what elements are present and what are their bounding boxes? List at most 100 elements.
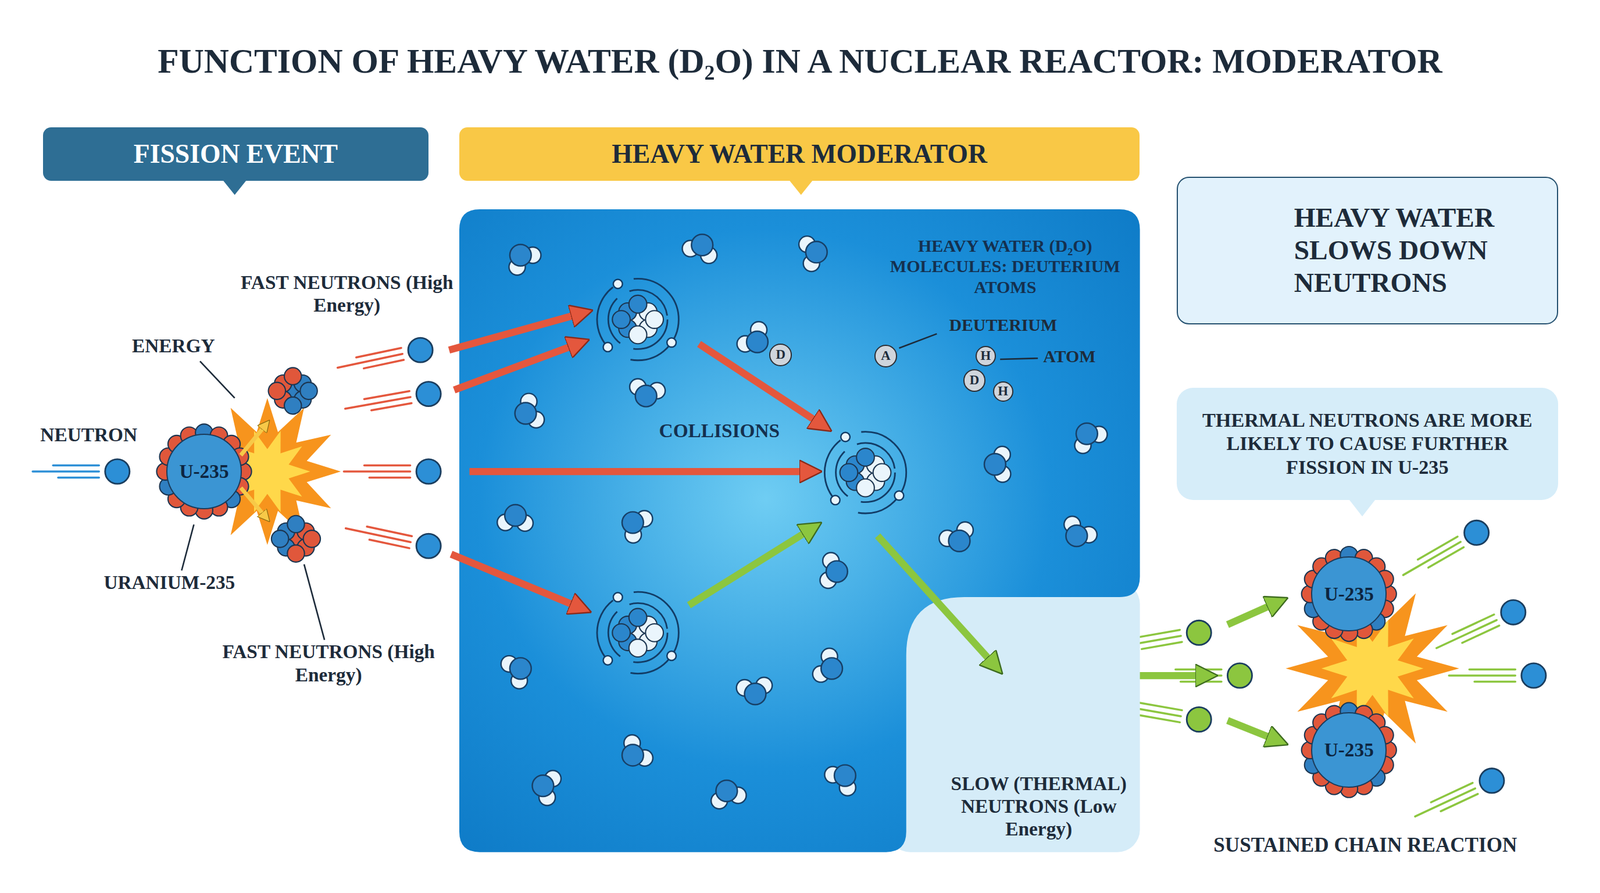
oxygen-atom (834, 764, 856, 787)
uranium-nucleus: U-235 (166, 433, 242, 510)
speed-streak (1175, 668, 1222, 671)
fast-arrow (448, 314, 578, 350)
speed-streak (1415, 788, 1475, 817)
orbit (608, 602, 668, 663)
nucleon (271, 530, 289, 548)
neutron-label: NEUTRON (22, 423, 156, 446)
leader-line (200, 361, 235, 398)
oxygen-atom (715, 780, 738, 802)
slowed-arrow (877, 535, 992, 663)
electron (602, 342, 613, 352)
speed-streak (345, 528, 412, 543)
neutron (416, 381, 441, 407)
oxygen-atom (984, 453, 1006, 475)
nucleon (612, 623, 631, 642)
tab-pointer (788, 179, 814, 195)
neutron (1521, 663, 1546, 688)
neutron (1479, 768, 1505, 794)
neutron (1501, 600, 1526, 625)
section-tab: FISSION EVENT (43, 127, 429, 181)
atom-letter: D (963, 369, 987, 392)
nucleon (872, 463, 891, 482)
speed-streak (1139, 715, 1180, 723)
speed-streak (337, 354, 403, 369)
node-text: U-235 (1324, 582, 1374, 606)
orbit (824, 431, 906, 513)
slowed-arrow (688, 530, 809, 606)
nucleon (268, 382, 286, 400)
nucleon (284, 397, 302, 414)
oxygen-atom (691, 234, 713, 256)
nucleon (839, 463, 858, 482)
caption-label: SUSTAINED CHAIN REACTION (1161, 833, 1570, 857)
part-label: URANIUM-235 (82, 570, 256, 594)
neutron (1464, 520, 1489, 545)
tab-pointer (222, 179, 248, 195)
neutron (1186, 706, 1212, 732)
electron (894, 490, 904, 500)
nucleon (612, 310, 631, 329)
neutron-label: SLOW (THERMAL) NEUTRONS (Low Energy) (936, 772, 1141, 841)
energy-arrow (240, 426, 264, 456)
fission-fragments (268, 367, 321, 563)
label-holder: URANIUM-235 (82, 570, 256, 594)
title-holder: FUNCTION OF HEAVY WATER (D₂O) IN A NUCLE… (0, 40, 1600, 82)
leader-line (304, 564, 325, 641)
electron (613, 279, 623, 289)
d2o-molecules (497, 234, 1107, 809)
diagram-title: FUNCTION OF HEAVY WATER (D₂O) IN A NUCLE… (157, 40, 1442, 82)
part-label: ATOM (1036, 345, 1102, 367)
node-text: H (997, 383, 1009, 400)
speed-streak (1141, 641, 1182, 649)
label-holder: FAST NEUTRONS (High Energy) (239, 270, 455, 317)
text-holder: COLLISIONS (648, 414, 790, 448)
nucleon (856, 448, 875, 467)
speed-streak (1448, 674, 1516, 677)
speed-streak (345, 397, 411, 409)
oxygen-atom (622, 511, 644, 534)
oxygen-atom (820, 657, 843, 680)
label-holder: ENERGY (112, 334, 235, 357)
fast-arrow (698, 343, 819, 423)
region-heading: COLLISIONS (659, 419, 780, 442)
speed-streak (371, 402, 412, 410)
nucleon (629, 638, 648, 657)
oxygen-atom (514, 402, 537, 424)
orbit (835, 443, 895, 503)
oxygen-atom (509, 657, 532, 680)
collision-atoms (597, 278, 907, 674)
nucleon (645, 623, 664, 642)
section-tab: HEAVY WATER MODERATOR (459, 127, 1141, 181)
speed-streak (363, 359, 405, 369)
leader-line (181, 524, 194, 571)
nucleon (287, 544, 305, 562)
neutron (416, 459, 441, 484)
neutron (408, 337, 433, 363)
speed-streak (1474, 680, 1516, 684)
node-text: H (980, 348, 992, 364)
nucleon (856, 479, 875, 498)
fast-arrow (451, 554, 577, 607)
atom-letter: H (975, 345, 996, 367)
speed-streak (1180, 680, 1222, 684)
oxygen-atom (948, 530, 970, 552)
electron (666, 337, 677, 348)
energy-label: ENERGY (112, 334, 235, 357)
nucleon (629, 608, 648, 627)
oxygen-atom (504, 504, 527, 527)
oxygen-atom (744, 683, 766, 705)
nucleon (284, 367, 302, 385)
oxygen-atom (622, 744, 644, 766)
leader-line (1000, 358, 1038, 360)
orbit (597, 591, 679, 674)
heavy-water-pool (459, 209, 1141, 853)
text-holder: HEAVY WATER (D₂O) MOLECULES: DEUTERIUM A… (875, 222, 1135, 311)
label-holder: FAST NEUTRONS (High Energy) (221, 640, 437, 687)
oxygen-atom (1065, 525, 1088, 547)
nucleon (300, 382, 317, 400)
electron (613, 592, 623, 602)
node-text: HEAVY WATER MODERATOR (611, 138, 988, 170)
atom-letter: H (993, 381, 1014, 402)
part-label: DEUTERIUM (931, 314, 1075, 335)
oxygen-atom (531, 775, 554, 797)
